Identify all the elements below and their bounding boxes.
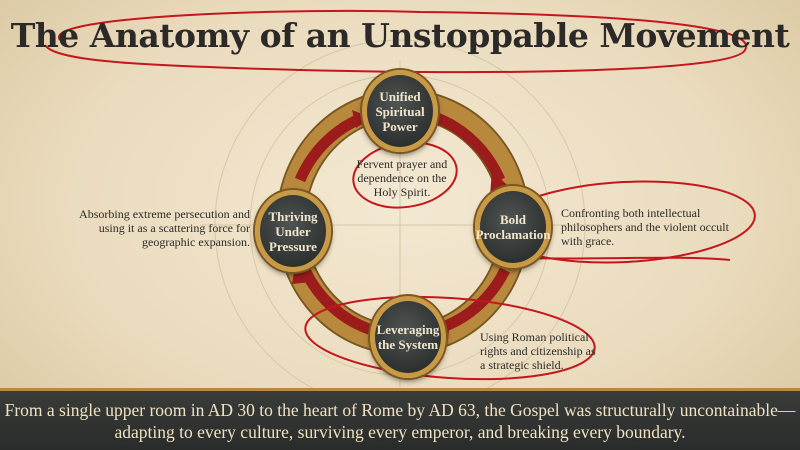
footer-text: From a single upper room in AD 30 to the… [4, 400, 796, 442]
node-unified-spiritual-power: Unified Spiritual Power [362, 70, 438, 152]
node-label: Bold Proclamation [475, 212, 551, 242]
footer-banner: From a single upper room in AD 30 to the… [0, 388, 800, 450]
bottom-desc-circle-annotation [304, 295, 596, 381]
title-circle-annotation [44, 9, 748, 74]
node-leveraging-the-system: Leveraging the System [370, 296, 446, 378]
node-bold-proclamation: Bold Proclamation [475, 186, 551, 268]
top-description: Fervent prayer and dependence on the Hol… [356, 157, 448, 199]
node-thriving-under-pressure: Thriving Under Pressure [255, 190, 331, 272]
arrow-left-top [294, 112, 365, 183]
node-label: Unified Spiritual Power [375, 88, 425, 134]
bottom-description: Using Roman political rights and citizen… [480, 330, 596, 372]
slide-title: The Anatomy of an Unstoppable Movement [10, 16, 790, 55]
node-label: Thriving Under Pressure [268, 208, 318, 254]
right-description: Confronting both intellectual philosophe… [561, 206, 729, 248]
left-description: Absorbing extreme persecution and using … [79, 207, 250, 249]
node-label: Leveraging the System [376, 322, 440, 352]
arrow-top-right [434, 112, 506, 183]
